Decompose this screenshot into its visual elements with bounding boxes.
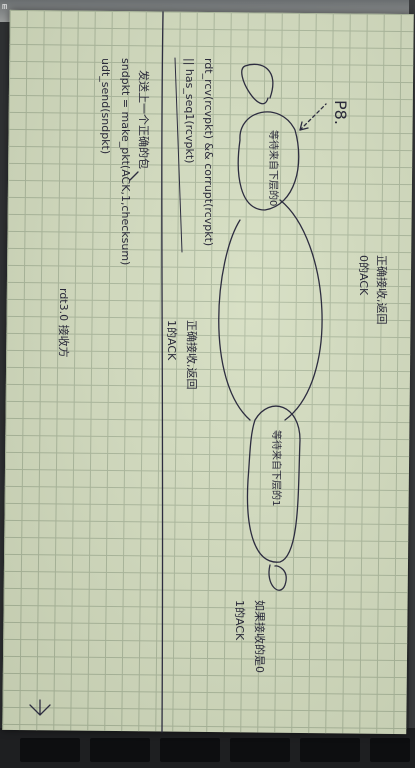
state-1-circle: [246, 405, 301, 563]
keyboard-key: [370, 738, 410, 762]
transition-label-1a: 正确接收,返回: [375, 255, 388, 325]
action-line-2: udt_send(sndpkt): [99, 58, 112, 155]
corner-label: m: [2, 2, 8, 12]
page-number: P8.: [331, 100, 350, 125]
keyboard-key: [300, 738, 360, 762]
margin-line: [161, 11, 164, 733]
keyboard-key: [160, 738, 220, 762]
keyboard-key: [20, 738, 80, 762]
action-line-1: sndpkt = make_pkt(ACK,1,checksum): [119, 58, 132, 266]
state-0-label: 等待来自下层的0: [267, 130, 278, 207]
desk-background-right: [409, 0, 415, 768]
diagram-caption: rdt3.0 接收方: [57, 288, 70, 358]
keyboard-key: [230, 738, 290, 762]
state-0-circle: [237, 111, 300, 211]
transition-label-1b: 0的ACK: [357, 255, 370, 296]
keyboard-edge: [0, 728, 415, 768]
transition-label-2a: 正确接收,返回: [185, 320, 198, 390]
transition-0-to-1: [279, 199, 323, 421]
state-1-label: 等待来自下层的1: [270, 430, 281, 507]
transition-label-3a: 如果接收的是0: [253, 600, 266, 673]
transition-1-to-0: [218, 219, 251, 421]
keyboard-key: [90, 738, 150, 762]
transition-label-3b: 1的ACK: [233, 600, 246, 641]
page-arrow: [29, 699, 51, 716]
note-tick: [129, 171, 139, 181]
action-bar: [174, 57, 183, 253]
action-comment: 发送上一个正确的包: [137, 70, 150, 169]
start-arrowhead: [299, 121, 309, 131]
self-loop-0: [241, 63, 274, 105]
start-arrow: [299, 103, 327, 131]
transition-label-2b: 1的ACK: [165, 320, 178, 361]
condition-line-1: rdt_rcv(rcvpkt) && corrupt(rcvpkt): [202, 58, 215, 247]
self-loop-1: [268, 564, 287, 591]
condition-line-2: || has_seq1(rcvpkt): [183, 58, 196, 164]
